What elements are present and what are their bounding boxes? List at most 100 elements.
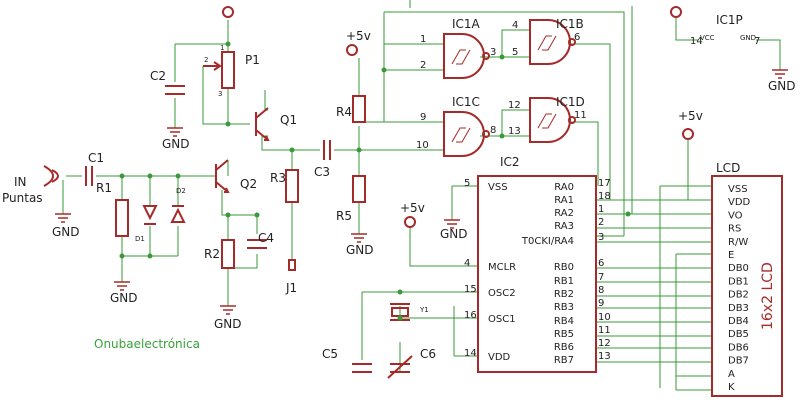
label-d1: D1: [135, 235, 145, 243]
ic2-right-pins: 17RA018RA11RA22RA33T0CKI/RA46RB07RB18RB2…: [521, 178, 611, 366]
pin-ic1d-11: 11: [574, 110, 587, 121]
gnd-label-in: GND: [52, 225, 80, 239]
wire-r4-r5: [358, 58, 384, 234]
ic2-pin-number: 4: [464, 258, 470, 269]
junction-dot: [397, 315, 403, 321]
diode-d2: [170, 205, 186, 223]
lcd-pin-label: DB1: [728, 276, 749, 287]
label-c2: C2: [150, 69, 166, 83]
wire-gates-in: [383, 43, 444, 151]
junctions: [119, 41, 631, 321]
ic2-pin-number: 15: [464, 284, 477, 295]
lcd-pin-label: DB2: [728, 290, 749, 301]
ic2-pin-name: T0CKI/RA4: [521, 236, 574, 247]
ic2-pin-number: 13: [598, 351, 611, 362]
lcd-part-label: 16x2 LCD: [760, 262, 776, 330]
capacitor-c6: [387, 355, 413, 379]
label-ic2: IC2: [500, 155, 520, 169]
label-p1: P1: [245, 53, 260, 67]
ic2-pin-name: RB1: [554, 276, 574, 287]
label-r2: R2: [204, 247, 220, 261]
potentiometer-p1: [221, 51, 235, 89]
lcd-pin-label: DB0: [728, 263, 749, 274]
diode-d1: [142, 205, 158, 225]
wires: [62, 0, 781, 391]
label-ic1d: IC1D: [556, 95, 585, 109]
ic2-pin-name: RB0: [554, 262, 574, 273]
junction-dot: [147, 253, 153, 259]
capacitor-c3: [323, 140, 331, 160]
ic2-pin-name: RB7: [554, 355, 574, 366]
gate-ic1c-bubble: [482, 130, 490, 138]
resistor-r1: [115, 199, 129, 237]
junction-dot: [119, 173, 125, 179]
gnd-symbol-in: [55, 213, 71, 223]
lcd-pin-label: A: [728, 369, 735, 380]
wire-p1-q2: [202, 66, 250, 125]
wire-lcd-gnd: [660, 185, 712, 391]
pin-ic1b-5: 5: [512, 47, 518, 58]
components: [43, 6, 783, 397]
ic2-pin-number: 3: [598, 232, 604, 243]
pin-ic1b-6: 6: [574, 32, 580, 43]
lcd-pin-label: DB7: [728, 356, 749, 367]
ic2-pin-name: RB4: [554, 316, 574, 327]
label-q1: Q1: [280, 113, 297, 127]
capacitor-c4: [247, 239, 267, 249]
label-ic1b: IC1B: [556, 17, 584, 31]
wire-gates-out: [568, 43, 611, 200]
junction-dot: [225, 41, 231, 47]
ic2-pin-name: RB2: [554, 289, 574, 300]
lcd-pin-label: DB5: [728, 329, 749, 340]
ic2-pin-number: 8: [598, 285, 604, 296]
ic2-pin-number: 9: [598, 298, 604, 309]
junction-dot: [289, 147, 295, 153]
ic2-pin-name: RB3: [554, 302, 574, 313]
ic2-pin-number: 5: [464, 178, 470, 189]
ic2-pin-number: 18: [598, 191, 611, 202]
lcd-pin-label: VDD: [728, 197, 751, 208]
ic2-pin-name: OSC1: [488, 314, 516, 325]
gnd-label-r1: GND: [110, 291, 138, 305]
wire-lcd-power: [659, 140, 712, 388]
resistor-r5: [352, 175, 366, 203]
ic2-body: [477, 175, 597, 373]
junction-dot: [499, 54, 505, 60]
ic2-pin-number: 6: [598, 258, 604, 269]
pin-ic1d-13: 13: [508, 126, 521, 137]
pin-ic1p-gnd: GND: [740, 34, 756, 42]
resistor-r4: [352, 95, 366, 123]
junction-dot: [499, 133, 505, 139]
gnd-label-r5: GND: [346, 243, 374, 257]
capacitor-c2: [165, 85, 185, 95]
wire-ic1p: [675, 16, 781, 70]
pin-ic1p-vcc: VCC: [700, 34, 715, 42]
gnd-symbol-r2: [220, 305, 236, 315]
gate-ic1a: [443, 33, 485, 79]
ic2-pin-number: 12: [598, 338, 611, 349]
transistor-q1: [255, 107, 270, 141]
pin-ic1c-8: 8: [490, 125, 496, 136]
label-ic1c: IC1C: [452, 95, 480, 109]
label-in: IN: [14, 175, 27, 189]
junction-dot: [356, 147, 362, 153]
wire-ra-lcd: [596, 199, 700, 243]
resistor-r2: [221, 239, 235, 269]
label-c5: C5: [322, 347, 338, 361]
wire-vdd-ic2: [453, 306, 478, 357]
label-lcd: LCD: [716, 161, 740, 175]
label-p1-pin2: 2: [204, 56, 208, 64]
vplus-terminal-p1: [222, 6, 234, 18]
gate-ic1c: [443, 111, 485, 157]
label-r4: R4: [336, 105, 352, 119]
label-c6: C6: [420, 347, 436, 361]
lcd-pin-label: DB4: [728, 316, 749, 327]
label-p1-pin1: 1: [220, 44, 224, 52]
gnd-label-r2: GND: [214, 317, 242, 331]
ic2-pin-name: RA0: [554, 182, 574, 193]
gnd-symbol-c2: [167, 127, 183, 137]
ic2-pin-name: RA3: [554, 221, 574, 232]
gnd-label-ic1p: GND: [768, 79, 796, 93]
label-d2: D2: [176, 187, 186, 195]
